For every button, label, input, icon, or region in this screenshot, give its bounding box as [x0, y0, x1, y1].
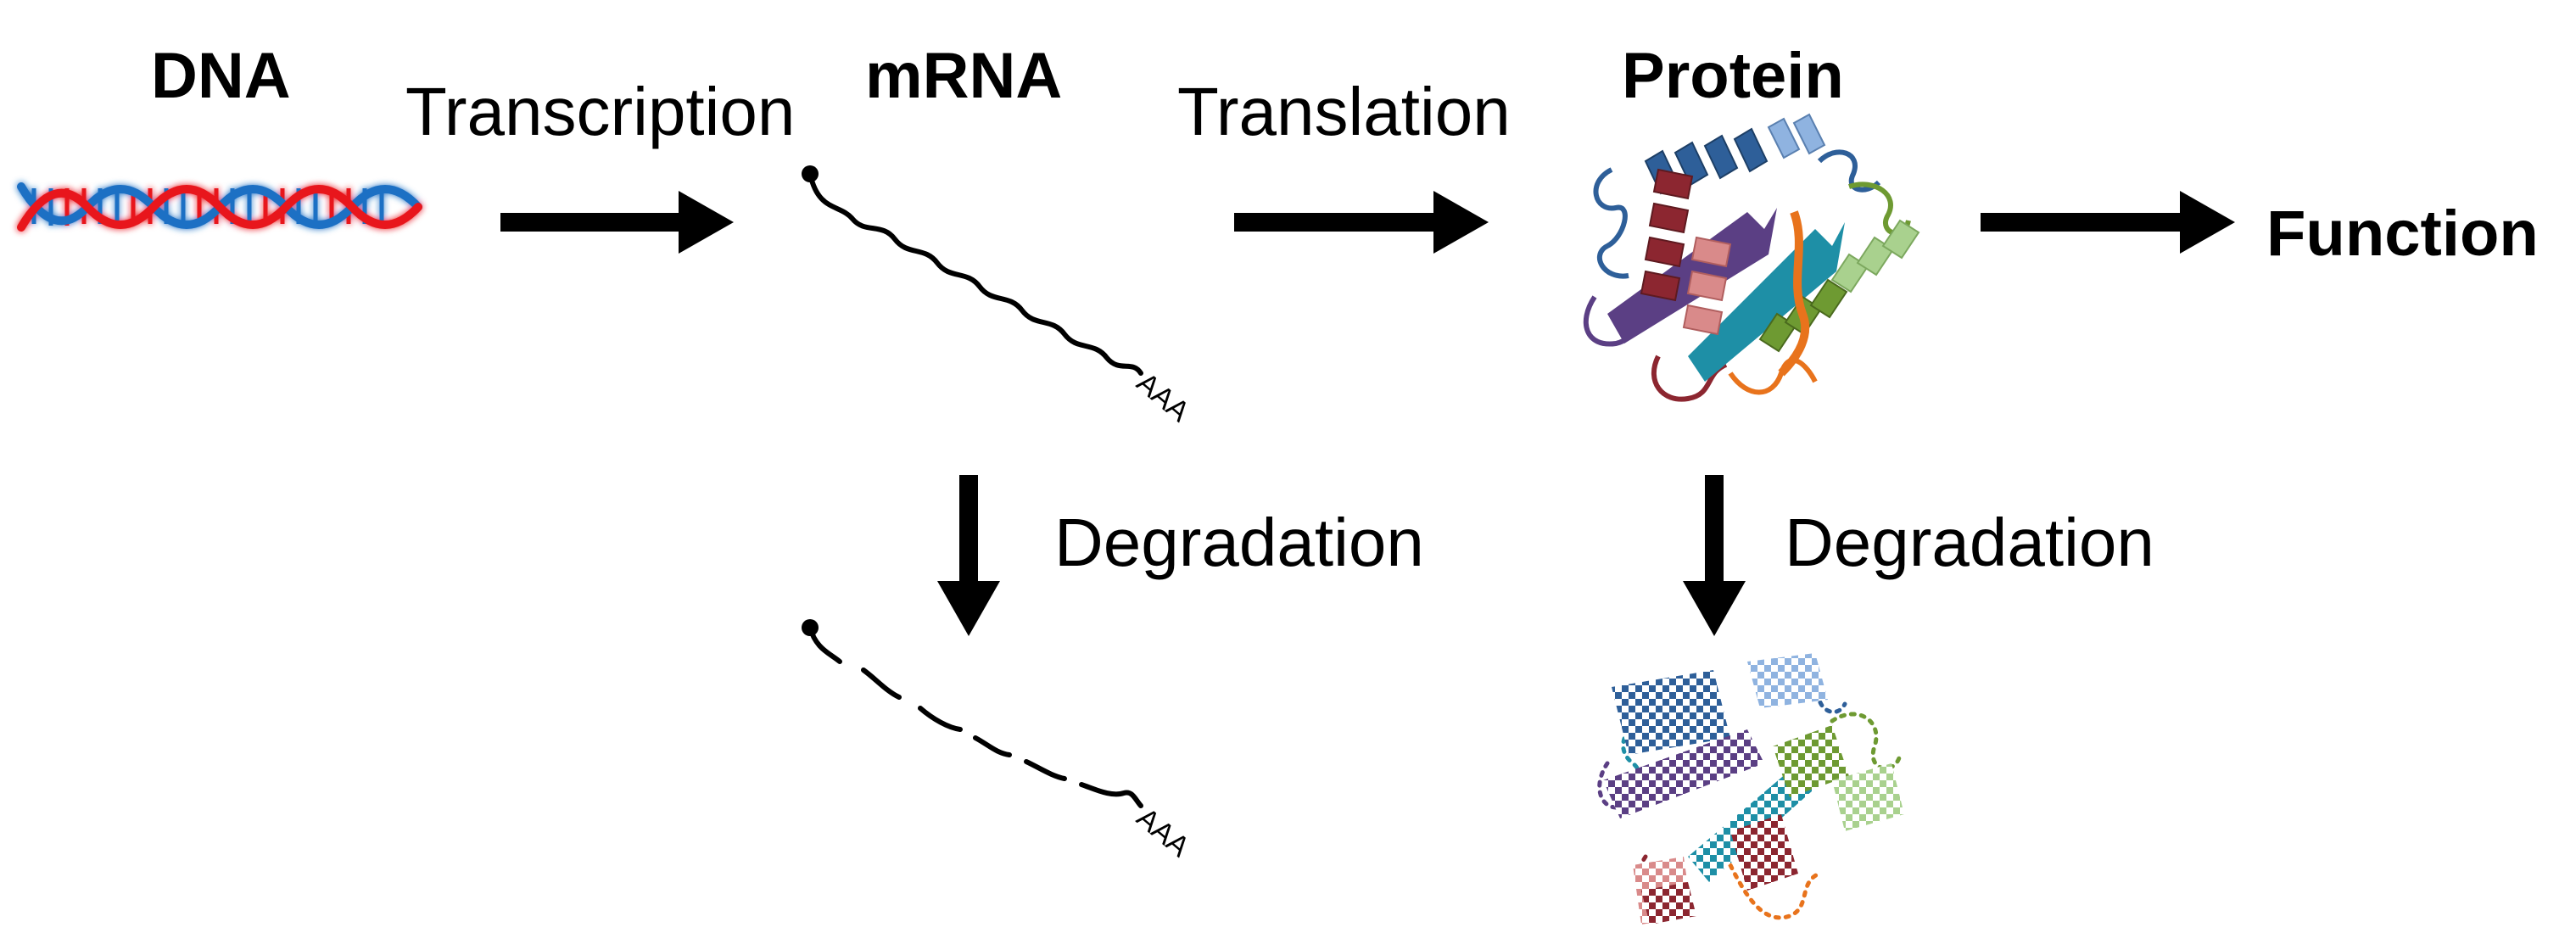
- arrow-mrna-degradation: [937, 475, 1000, 636]
- protein-structure-icon: [1583, 113, 1920, 402]
- protein-degradation-label: Degradation: [1785, 505, 2154, 580]
- mrna-degradation-label: Degradation: [1054, 505, 1424, 580]
- function-label: Function: [2266, 198, 2539, 270]
- degraded-mrna-icon: AAA: [802, 619, 1196, 863]
- dna-label: DNA: [151, 40, 291, 112]
- translation-label: Translation: [1177, 74, 1511, 149]
- degraded-protein-icon: [1597, 653, 1904, 924]
- mrna-strand-icon: AAA: [802, 165, 1196, 428]
- dna-helix-icon: [17, 182, 422, 232]
- arrow-translation: [1234, 191, 1489, 254]
- arrow-function: [1981, 191, 2235, 254]
- mrna-poly-a-tail: AAA: [1131, 366, 1196, 428]
- degraded-mrna-poly-a-tail: AAA: [1131, 802, 1196, 863]
- mrna-label: mRNA: [865, 40, 1063, 112]
- arrow-transcription: [500, 191, 734, 254]
- protein-label: Protein: [1622, 40, 1844, 112]
- arrow-protein-degradation: [1683, 475, 1746, 636]
- transcription-label: Transcription: [405, 74, 796, 149]
